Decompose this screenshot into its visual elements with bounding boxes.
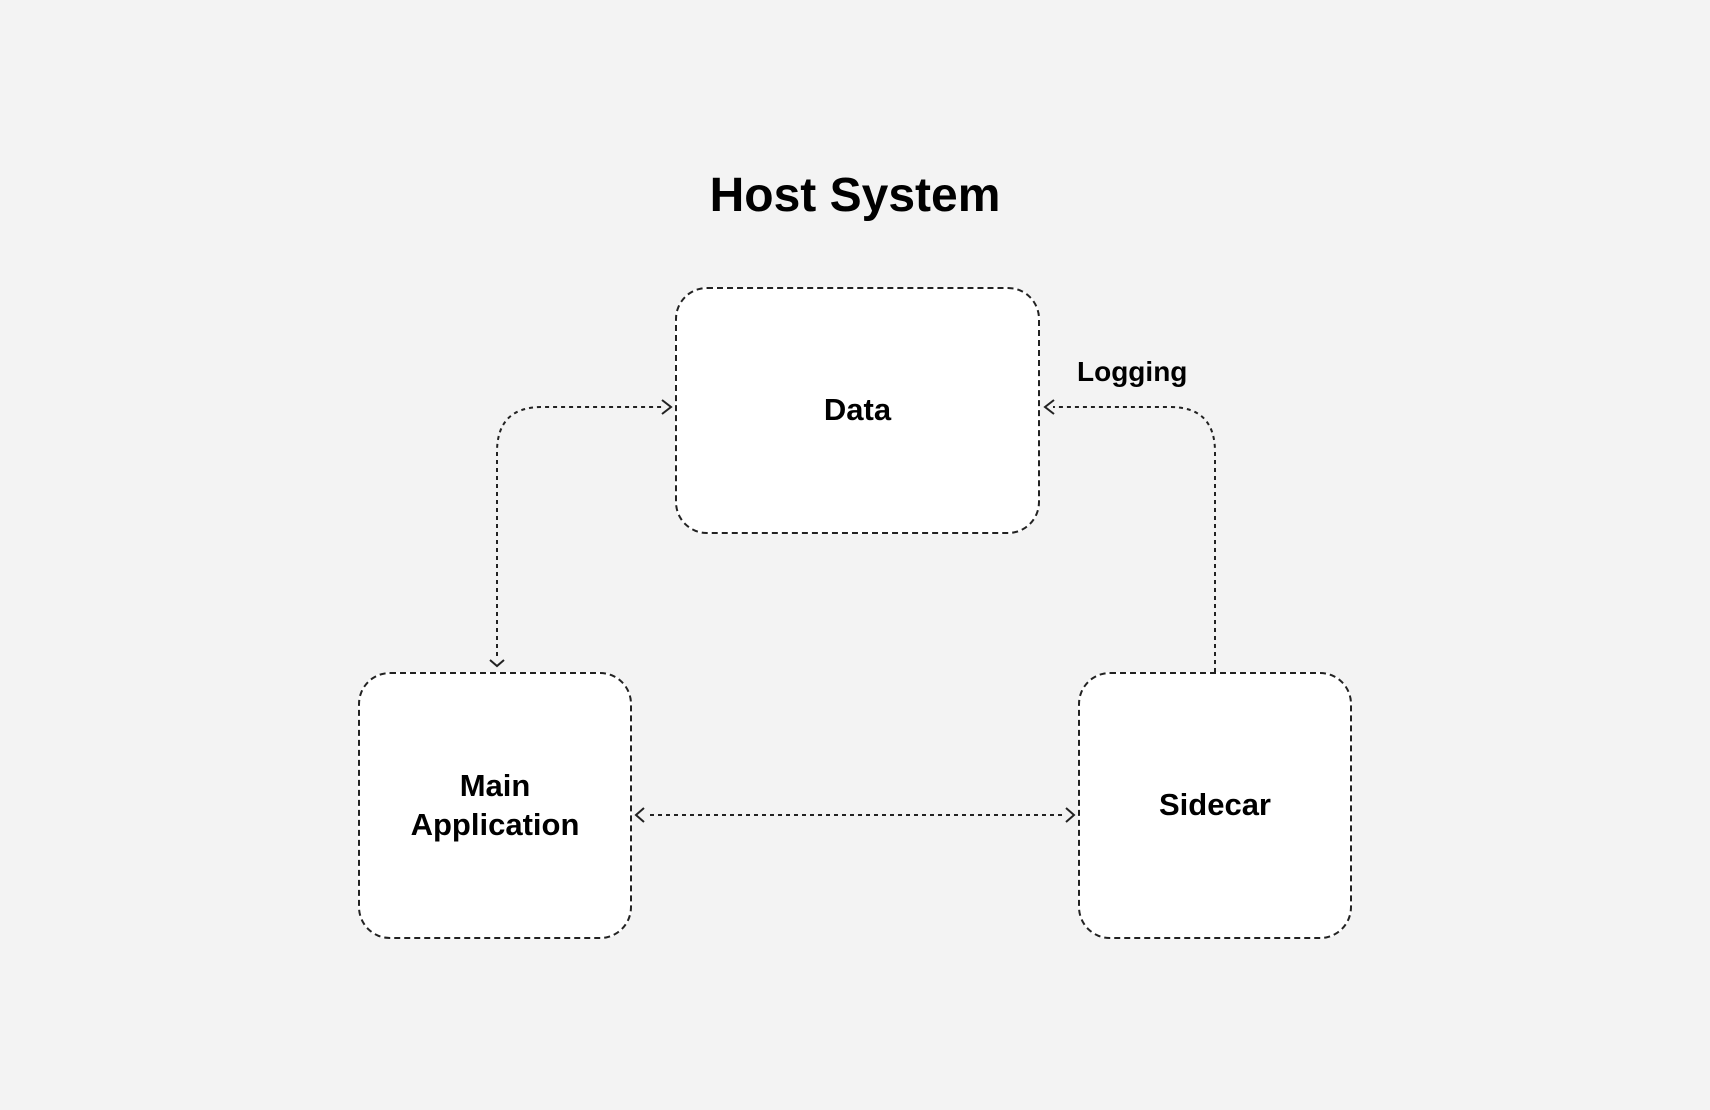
diagram-title: Host System	[709, 169, 1001, 222]
node-sidecar[interactable]: Sidecar	[1078, 672, 1352, 939]
arrowhead-to-data	[661, 399, 673, 415]
node-main-application[interactable]: Main Application	[358, 672, 632, 939]
node-sidecar-label: Sidecar	[1158, 787, 1271, 823]
arrowhead-logging-to-data	[1043, 399, 1055, 415]
node-data[interactable]: Data	[675, 287, 1040, 534]
arrowhead-to-sidecar	[1065, 807, 1076, 823]
edge-label-logging: Logging	[1077, 356, 1188, 387]
arrowhead-to-main-from-sidecar	[634, 807, 645, 823]
arrowhead-to-main-application	[489, 659, 505, 668]
node-main-application-label: Main Application	[410, 767, 580, 842]
connector-sidecar-data	[1053, 406, 1216, 672]
connector-main-data	[496, 406, 665, 656]
node-data-label: Data	[823, 392, 892, 428]
